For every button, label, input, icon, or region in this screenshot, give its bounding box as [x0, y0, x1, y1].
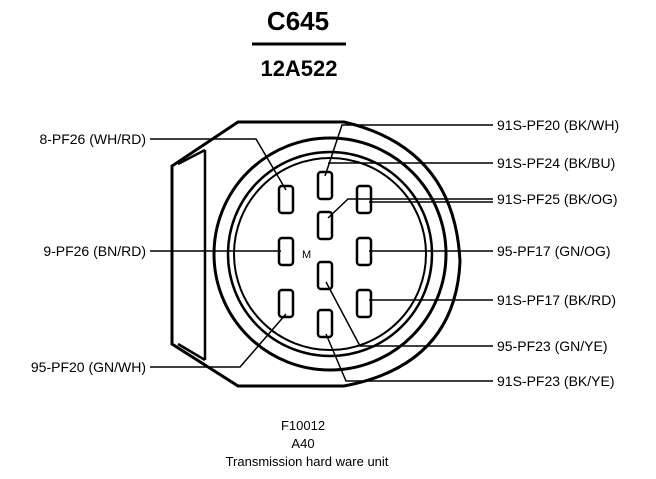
wire-label: 8-PF26 (WH/RD)	[39, 131, 146, 147]
pin-cavity	[355, 236, 373, 267]
pin-cavity	[316, 170, 334, 201]
pin-cavity	[316, 308, 334, 339]
leader-line	[150, 313, 287, 368]
connector-inner-ring	[233, 157, 427, 351]
wire-label: 91S-PF23 (BK/YE)	[497, 373, 615, 389]
leader-line	[327, 198, 493, 219]
figure-caption: Transmission hard ware unit	[226, 454, 389, 469]
pin-cavity	[355, 288, 373, 319]
wire-label: 91S-PF20 (BK/WH)	[497, 117, 619, 133]
leader-lines	[150, 124, 493, 382]
wire-label: 91S-PF17 (BK/RD)	[497, 292, 616, 308]
pin-cavities	[277, 170, 373, 339]
pin-marker: M	[302, 249, 311, 261]
leader-line	[325, 333, 493, 382]
leader-line	[324, 124, 493, 177]
wire-label: 9-PF26 (BN/RD)	[43, 243, 146, 259]
pin-cavity	[277, 236, 295, 267]
pin-cavity	[277, 288, 295, 319]
wire-label: 95-PF17 (GN/OG)	[497, 243, 611, 259]
connector-mid-ring	[226, 150, 434, 358]
pin-cavity	[277, 184, 295, 215]
model-label: A40	[291, 436, 314, 451]
connector-id: C645	[267, 6, 329, 36]
wire-label: 95-PF23 (GN/YE)	[497, 338, 607, 354]
figure-id: F10012	[281, 418, 325, 433]
wire-label: 95-PF20 (GN/WH)	[31, 359, 146, 375]
pin-cavity	[316, 260, 334, 291]
housing-top-edge	[177, 148, 206, 166]
wire-label: 91S-PF24 (BK/BU)	[497, 155, 615, 171]
wire-labels-right: 91S-PF20 (BK/WH) 91S-PF24 (BK/BU) 91S-PF…	[497, 117, 619, 389]
housing-bottom-edge	[177, 342, 206, 362]
leader-line	[150, 138, 287, 191]
leader-line	[325, 281, 493, 347]
wire-labels-left: 8-PF26 (WH/RD) 9-PF26 (BN/RD) 95-PF20 (G…	[31, 131, 146, 375]
wire-label: 91S-PF25 (BK/OG)	[497, 191, 618, 207]
connector-outer-ring	[212, 136, 448, 372]
pin-cavity	[316, 210, 334, 241]
part-number: 12A522	[260, 56, 337, 81]
